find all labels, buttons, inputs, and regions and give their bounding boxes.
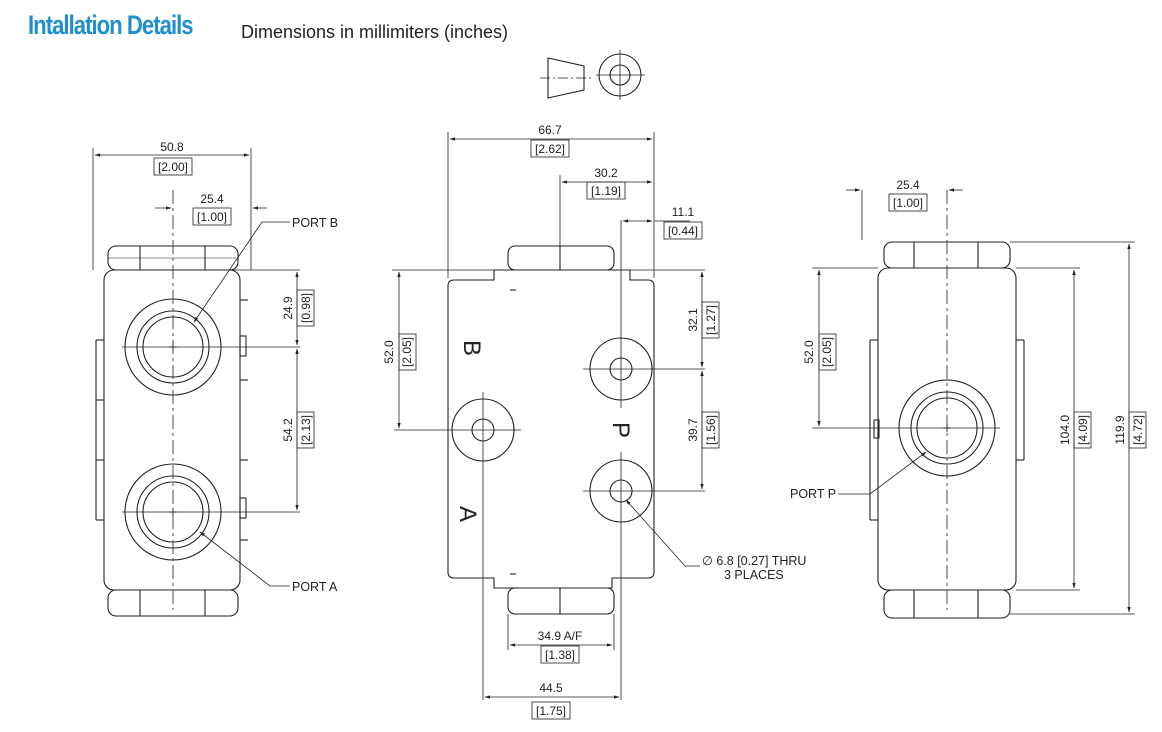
port-a-label: PORT A xyxy=(292,580,338,594)
center-edge-in: [0.44] xyxy=(668,224,698,238)
page-subtitle: Dimensions in millimiters (inches) xyxy=(241,22,509,42)
center-width-in: [2.62] xyxy=(535,142,565,156)
hole-note-line2: 3 PLACES xyxy=(724,568,784,582)
left-between-in: [2.13] xyxy=(299,415,313,445)
port-p-label: PORT P xyxy=(790,487,836,501)
port-b-label: PORT B xyxy=(292,216,338,230)
center-right-in: [1.19] xyxy=(591,184,621,198)
left-width-mm: 50.8 xyxy=(160,140,184,154)
left-port-in: [1.00] xyxy=(197,210,227,224)
left-top-in: [0.98] xyxy=(299,293,313,323)
hole-note-line1: ∅ 6.8 [0.27] THRU xyxy=(702,554,806,568)
center-width-mm: 66.7 xyxy=(538,123,562,137)
center-r2-in: [1.56] xyxy=(704,415,718,445)
right-port-mm: 25.4 xyxy=(896,178,920,192)
center-r1-in: [1.27] xyxy=(704,305,718,335)
center-left-in: [2.05] xyxy=(400,337,414,367)
center-af-in: [1.38] xyxy=(545,648,575,662)
center-left-mm: 52.0 xyxy=(382,340,396,364)
left-port-mm: 25.4 xyxy=(200,192,224,206)
right-left-in: [2.05] xyxy=(820,337,834,367)
left-view: 50.8 [2.00] 25.4 [1.00] 24.9 [0.98] 54.2… xyxy=(92,140,338,617)
right-port-in: [1.00] xyxy=(893,196,923,210)
left-top-mm: 24.9 xyxy=(281,296,295,320)
right-left-mm: 52.0 xyxy=(802,340,816,364)
center-bottom-in: [1.75] xyxy=(536,704,566,718)
projection-symbol-icon xyxy=(540,50,645,100)
left-between-mm: 54.2 xyxy=(281,418,295,442)
center-view: 66.7 [2.62] 30.2 [1.19] 11.1 [0.44] 52.0… xyxy=(382,123,806,720)
center-r1-mm: 32.1 xyxy=(686,308,700,332)
center-r2-mm: 39.7 xyxy=(686,418,700,442)
center-marks xyxy=(169,343,951,516)
left-width-in: [2.00] xyxy=(158,160,188,174)
right-total-mm: 119.9 xyxy=(1113,415,1127,444)
center-bottom-mm: 44.5 xyxy=(539,681,563,695)
right-body-in: [4.09] xyxy=(1076,415,1090,445)
center-edge-mm: 11.1 xyxy=(672,205,695,219)
center-right-mm: 30.2 xyxy=(594,166,618,180)
right-view: 25.4 [1.00] 52.0 [2.05] 104.0 [4.09] 119… xyxy=(790,178,1147,619)
port-letter-b: B xyxy=(458,340,485,356)
page-title: Intallation Details xyxy=(28,10,194,40)
header: Intallation Details Dimensions in millim… xyxy=(28,10,508,42)
right-body-mm: 104.0 xyxy=(1058,415,1072,445)
port-letter-p: P xyxy=(607,422,634,438)
port-letter-a: A xyxy=(454,506,481,522)
center-af-mm: 34.9 A/F xyxy=(538,629,583,643)
right-total-in: [4.72] xyxy=(1131,415,1145,445)
